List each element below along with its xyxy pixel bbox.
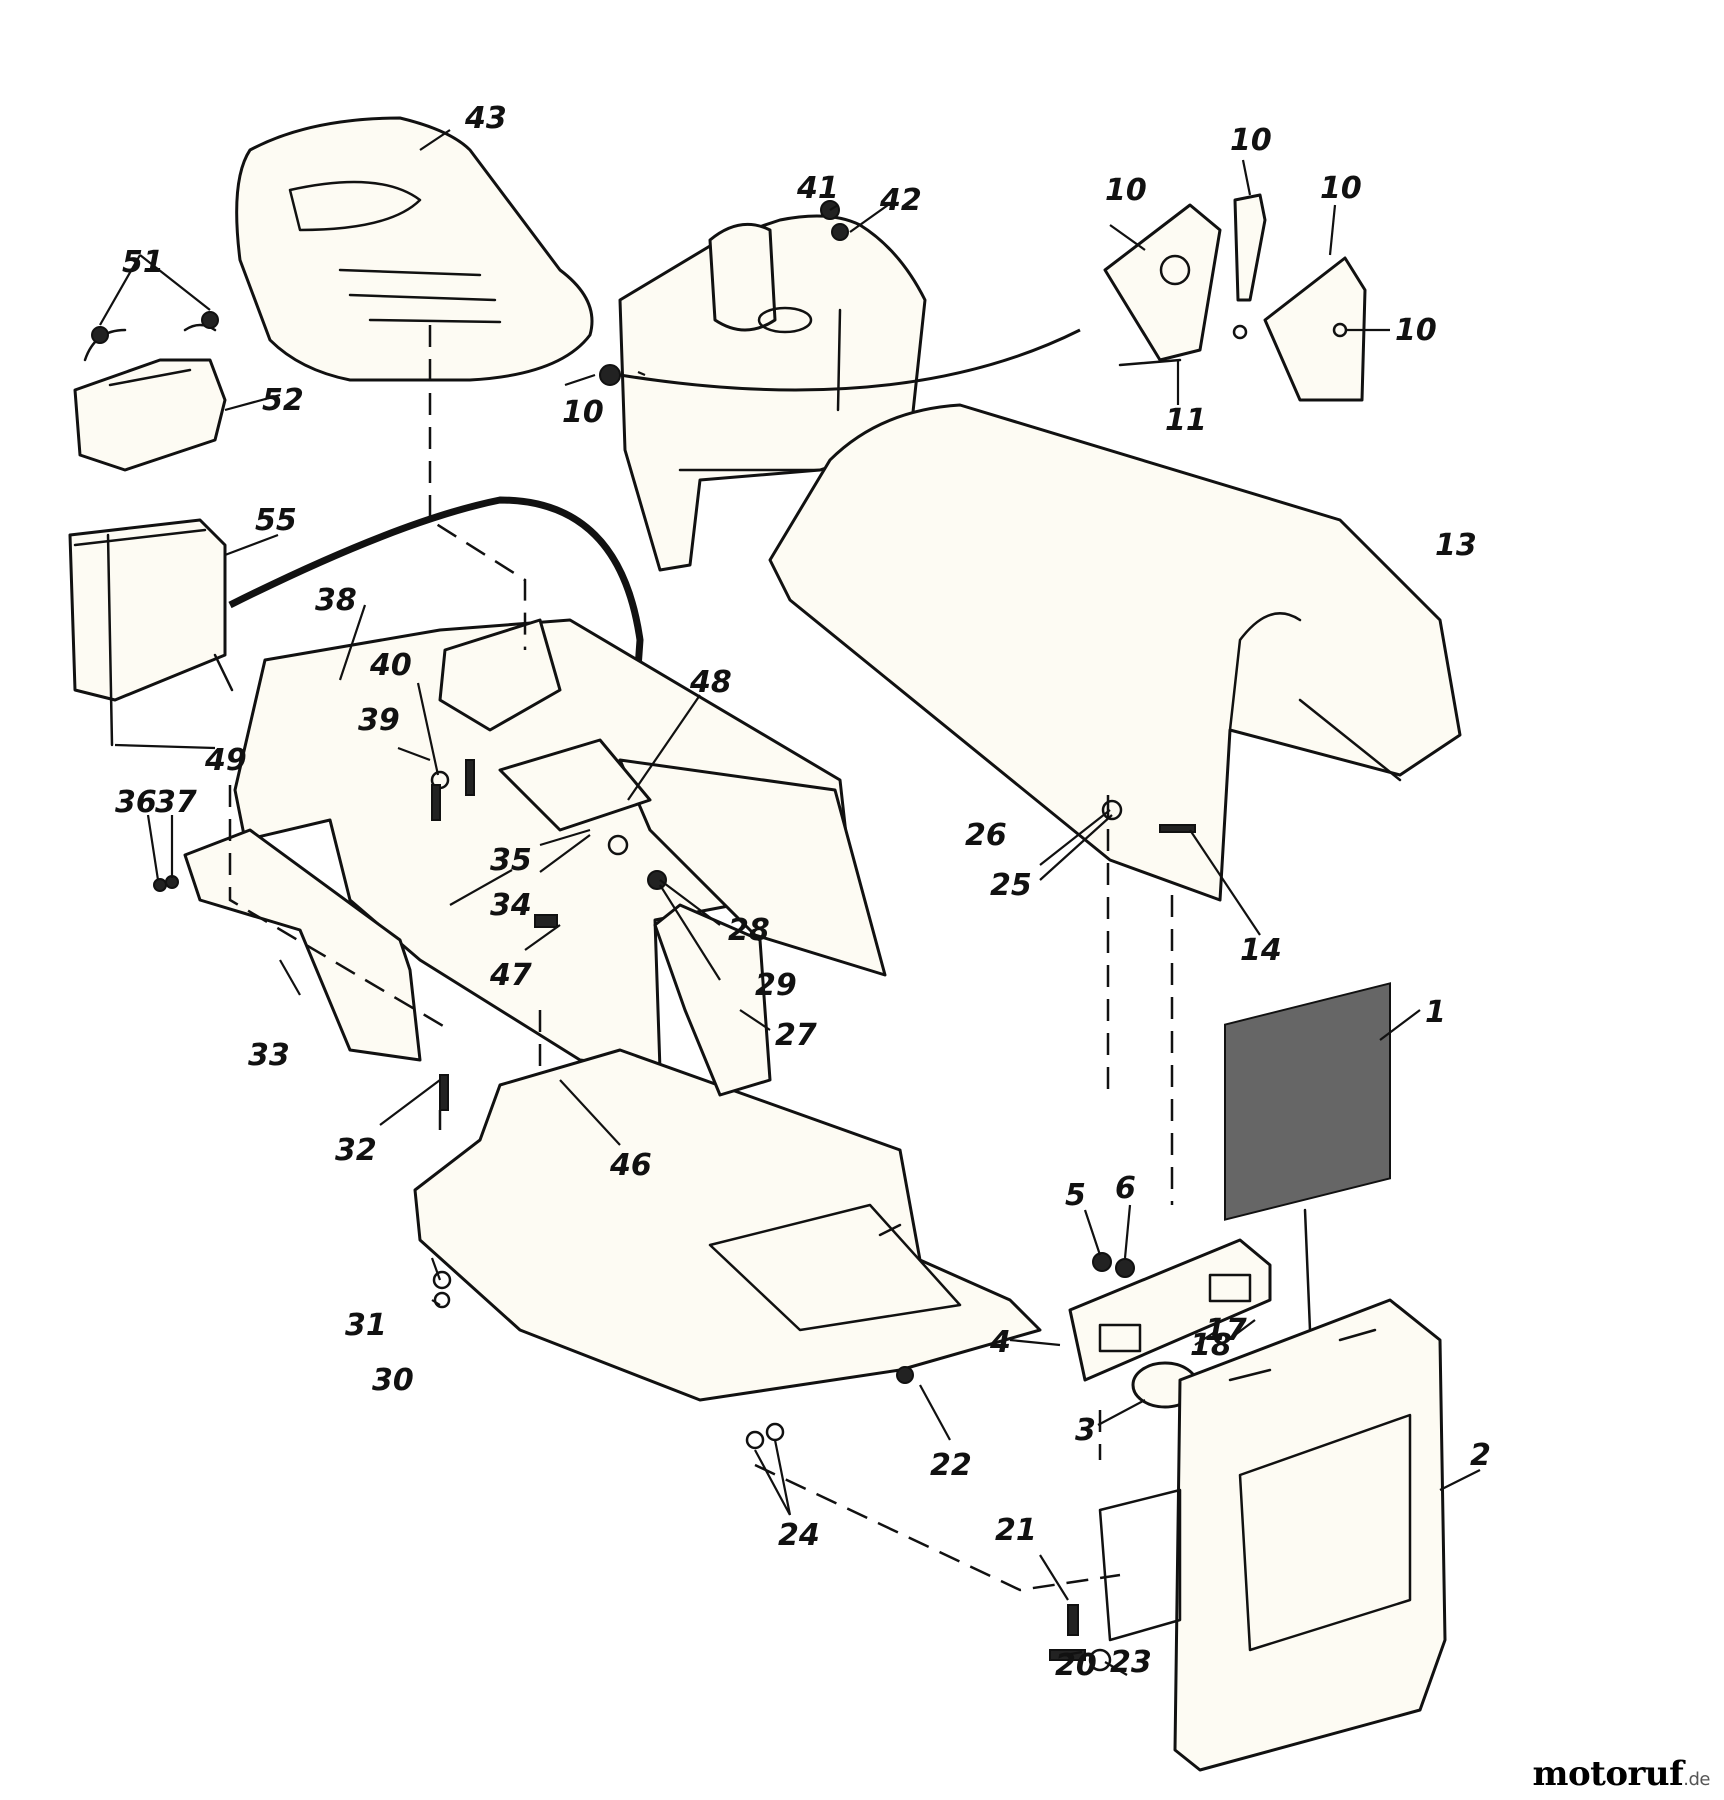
callout-39: 39 (358, 703, 400, 738)
callout-49: 49 (204, 743, 247, 778)
callout-10a: 10 (562, 395, 604, 430)
callout-47: 47 (489, 958, 532, 993)
callout-37: 37 (155, 785, 197, 820)
running-board-left (183, 828, 422, 1062)
assembly-lines (228, 325, 1174, 1592)
watermark-logo: motoruf.de (1532, 1754, 1710, 1794)
hardware (91, 200, 1348, 1672)
callout-2: 2 (1470, 1438, 1491, 1473)
callout-43: 43 (464, 101, 507, 136)
battery-cable (228, 496, 644, 781)
seat (235, 116, 594, 382)
callout-14: 14 (1240, 933, 1282, 968)
callout-10b: 10 (1105, 173, 1147, 208)
callout-3: 3 (1075, 1413, 1096, 1448)
callout-1: 1 (1425, 995, 1446, 1030)
callout-48: 48 (689, 665, 732, 700)
callout-55: 55 (255, 503, 297, 538)
floor-pan (413, 1048, 1042, 1402)
callout-17: 17 (1205, 1313, 1247, 1348)
callout-20: 20 (1055, 1648, 1097, 1683)
callout-23: 23 (1110, 1645, 1152, 1680)
callout-51: 51 (122, 245, 164, 280)
watermark-tld: .de (1683, 1769, 1710, 1790)
callout-29: 29 (755, 968, 797, 1003)
callout-21: 21 (995, 1513, 1037, 1548)
callout-40: 40 (369, 648, 412, 683)
callout-5: 5 (1065, 1178, 1086, 1213)
callout-25: 25 (990, 868, 1032, 903)
callout-41: 41 (796, 171, 839, 206)
callout-42: 42 (879, 183, 922, 218)
callout-24: 24 (778, 1518, 820, 1553)
callout-34: 34 (490, 888, 532, 923)
callout-38: 38 (315, 583, 357, 618)
callout-32: 32 (335, 1133, 377, 1168)
callout-4: 4 (989, 1325, 1011, 1360)
watermark-brand: motoruf (1532, 1754, 1684, 1794)
callout-28: 28 (728, 913, 770, 948)
callout-30: 30 (372, 1363, 414, 1398)
leader-lines (99, 129, 1481, 1676)
callout-35: 35 (490, 843, 532, 878)
callout-10c: 10 (1230, 123, 1272, 158)
callout-27: 27 (775, 1018, 817, 1053)
callout-46: 46 (609, 1148, 652, 1183)
callout-13: 13 (1435, 528, 1477, 563)
callout-10d: 10 (1320, 171, 1362, 206)
battery (68, 518, 234, 747)
callout-labels: 1 2 3 4 5 6 10 10 10 10 10 10 11 13 14 1… (115, 101, 1491, 1683)
callout-10e: 10 (1395, 313, 1437, 348)
support-bracket (653, 903, 772, 1097)
callout-36: 36 (115, 785, 157, 820)
grille-frame (1098, 1298, 1447, 1772)
callout-52: 52 (262, 383, 304, 418)
callout-33: 33 (248, 1038, 290, 1073)
callout-6: 6 (1115, 1171, 1136, 1206)
callout-31: 31 (345, 1308, 387, 1343)
battery-bracket (73, 323, 227, 472)
callout-11: 11 (1165, 403, 1207, 438)
callout-22: 22 (930, 1448, 972, 1483)
hood (768, 403, 1462, 902)
callout-18: 18 (1190, 1328, 1232, 1363)
throttle-assembly (619, 193, 1367, 402)
fender-frame (233, 618, 887, 1072)
callout-26: 26 (965, 818, 1007, 853)
grille-screen (1224, 982, 1391, 1332)
